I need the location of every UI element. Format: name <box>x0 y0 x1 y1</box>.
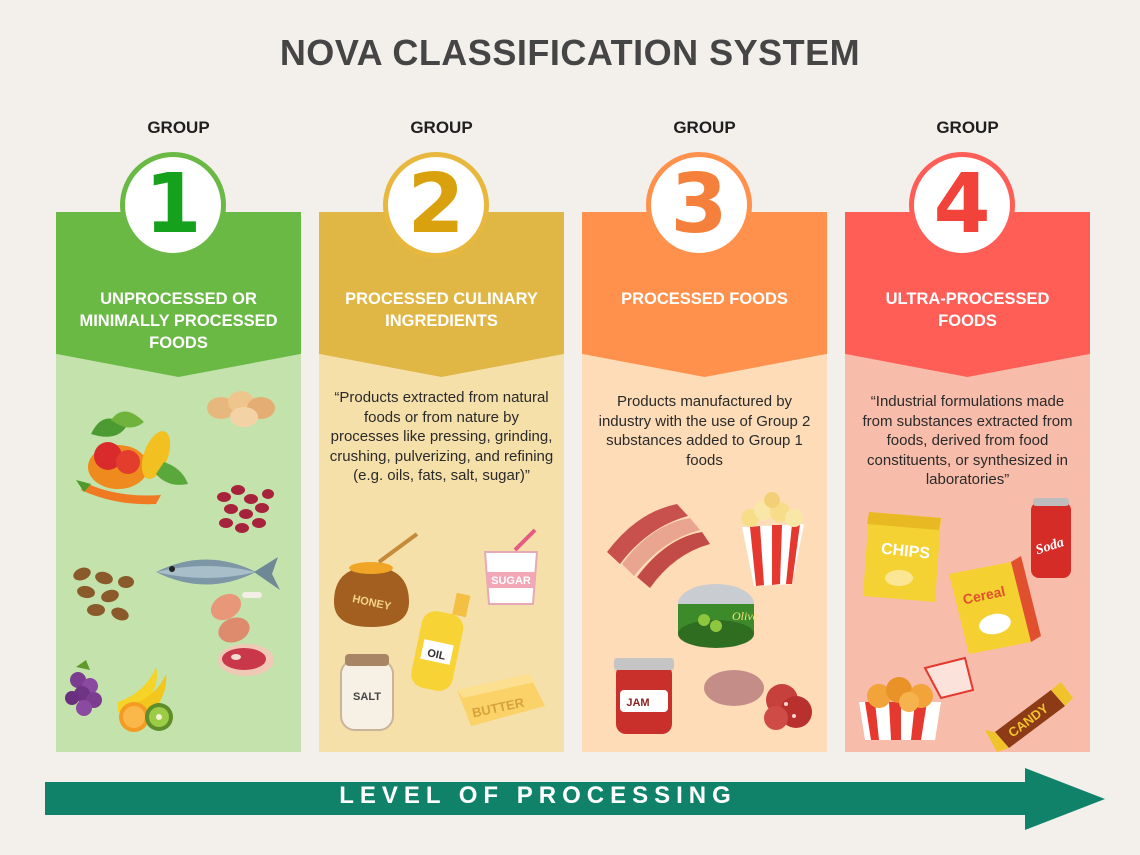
group-panel: PROCESSED FOODS Products manufactured by… <box>582 212 827 752</box>
group-title: PROCESSED CULINARY INGREDIENTS <box>345 290 538 330</box>
butter-icon: BUTTER <box>457 674 545 726</box>
chips-icon: CHIPS <box>863 512 941 602</box>
group-title: UNPROCESSED OR MINIMALLY PROCESSED FOODS <box>79 290 278 352</box>
fried-chicken-icon <box>859 656 975 740</box>
group-4-food-illustrations: CHIPS Soda Cereal <box>859 498 1073 752</box>
chips-label: CHIPS <box>880 541 931 563</box>
jam-icon: JAM <box>614 658 674 734</box>
group-number: 2 <box>407 157 465 252</box>
group-2-column: GROUP PROCESSED CULINARY INGREDIENTS “Pr… <box>319 0 564 855</box>
cereal-icon: Cereal <box>949 556 1041 654</box>
sugar-icon: SUGAR <box>483 528 539 605</box>
beans-icon <box>217 485 274 533</box>
oil-label: OIL <box>426 647 447 663</box>
group-panel: ULTRA-PROCESSED FOODS “Industrial formul… <box>845 212 1090 752</box>
salami-icon <box>704 670 812 730</box>
fish-icon <box>156 557 280 590</box>
group-number-badge: 1 <box>120 152 226 258</box>
chicken-icon <box>210 592 262 643</box>
group-title: ULTRA-PROCESSED FOODS <box>885 290 1050 330</box>
page-title: NOVA CLASSIFICATION SYSTEM <box>279 32 861 73</box>
bacon-icon <box>607 504 710 588</box>
group-description: “Products extracted from natural foods o… <box>329 389 554 484</box>
group-2-food-illustrations: HONEY SUGAR OIL SALT B <box>334 528 545 731</box>
candy-icon: CANDY <box>985 682 1073 752</box>
olive-label: Olive <box>732 609 759 623</box>
popcorn-icon <box>741 492 804 586</box>
sugar-label: SUGAR <box>491 575 531 587</box>
group-1-column: GROUP UNPROCESSED OR MINIMALLY PROCESSED… <box>56 0 301 855</box>
olive-can-icon: Olive <box>678 584 759 648</box>
soda-icon: Soda <box>1031 498 1071 578</box>
arrow-label: LEVEL OF PROCESSING <box>339 782 737 809</box>
oil-icon: OIL <box>411 592 471 691</box>
group-4-column: GROUP ULTRA-PROCESSED FOODS “Industrial … <box>845 0 1090 855</box>
group-number: 1 <box>144 157 202 252</box>
group-number-badge: 2 <box>383 152 489 258</box>
group-1-food-illustrations <box>65 391 280 732</box>
honey-icon: HONEY <box>334 532 419 627</box>
group-label: GROUP <box>410 118 473 137</box>
nuts-icon <box>73 567 134 621</box>
group-label: GROUP <box>673 118 736 137</box>
group-title: PROCESSED FOODS <box>621 290 788 308</box>
group-label: GROUP <box>147 118 210 137</box>
salt-icon: SALT <box>340 654 394 731</box>
group-number-badge: 4 <box>909 152 1015 258</box>
jam-label: JAM <box>626 697 649 709</box>
group-description: “Industrial formulations made from subst… <box>862 393 1073 488</box>
group-3-column: GROUP PROCESSED FOODS Products manufactu… <box>582 0 827 855</box>
vegetables-icon <box>76 411 188 505</box>
group-description: Products manufactured by industry with t… <box>598 393 811 469</box>
group-panel: UNPROCESSED OR MINIMALLY PROCESSED FOODS <box>56 212 301 752</box>
eggs-icon <box>207 391 275 427</box>
fruits-icon <box>65 660 173 732</box>
group-number: 3 <box>670 157 728 252</box>
level-of-processing-arrow <box>45 768 1105 830</box>
group-panel: PROCESSED CULINARY INGREDIENTS “Products… <box>319 212 564 752</box>
group-number-badge: 3 <box>646 152 752 258</box>
steak-icon <box>218 644 274 676</box>
salt-label: SALT <box>353 691 381 703</box>
group-label: GROUP <box>936 118 999 137</box>
group-number: 4 <box>933 157 991 252</box>
group-3-food-illustrations: Olive JAM <box>607 492 812 734</box>
